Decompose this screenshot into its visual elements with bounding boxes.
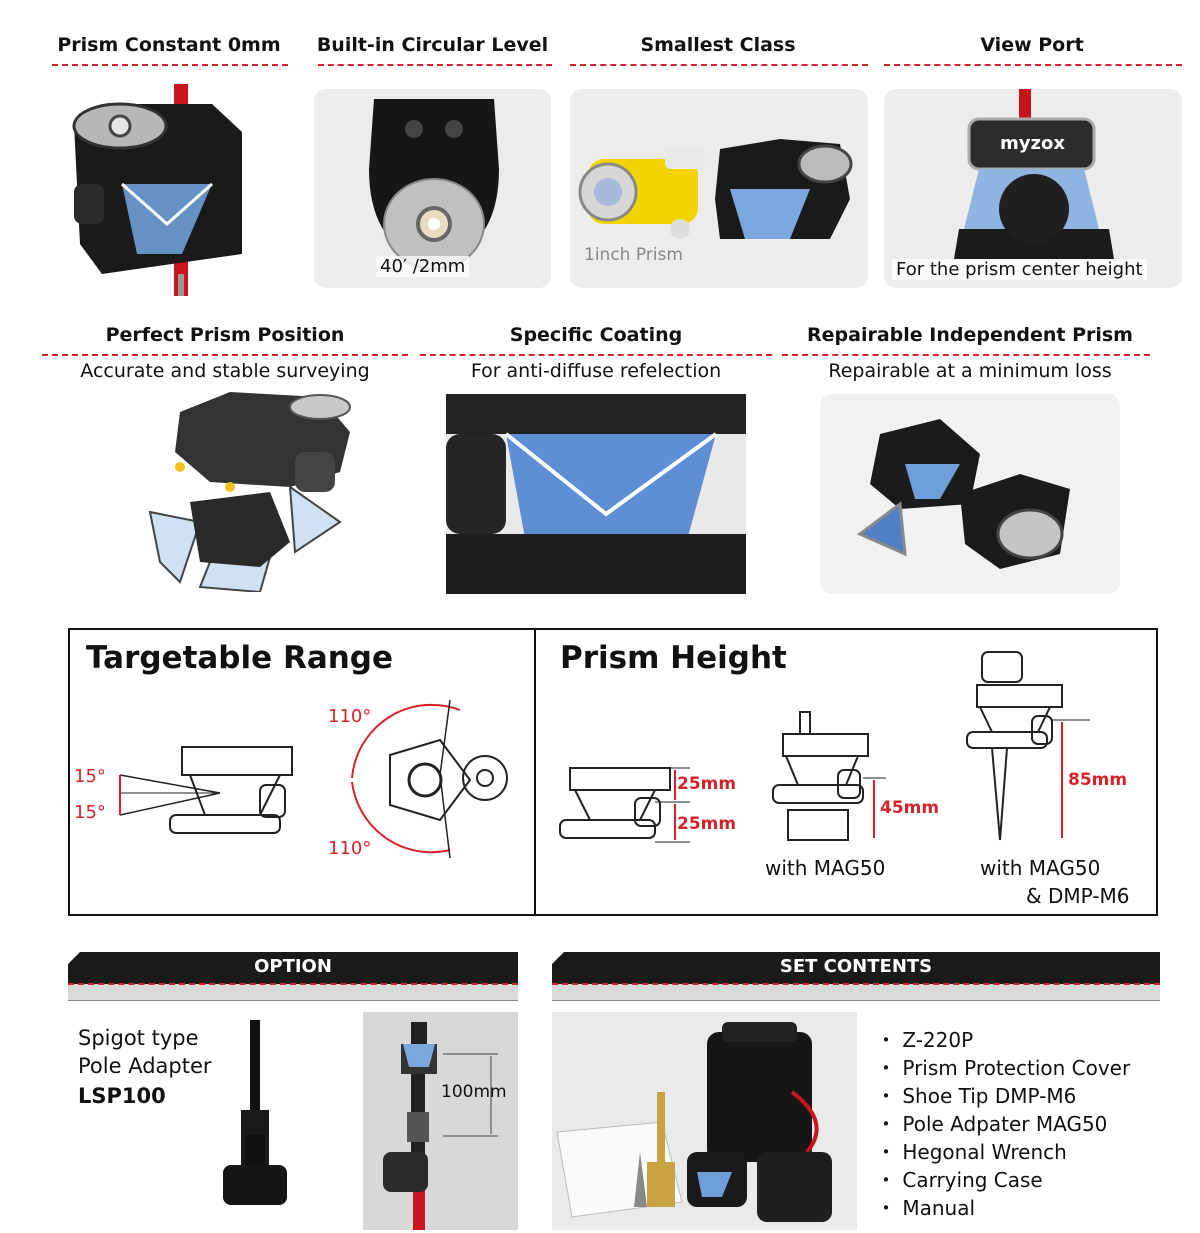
spec-divider: [534, 630, 536, 914]
illustration-height-dmp: [966, 651, 1090, 841]
set-contents-banner: SET CONTENTS: [552, 952, 1160, 1001]
caption-smallest-class: 1inch Prism: [584, 245, 683, 265]
illustration-top-view: [351, 700, 508, 859]
set-contents-list: ・ Z-220P ・ Prism Protection Cover ・ Shoe…: [876, 1026, 1130, 1222]
option-model: LSP100: [78, 1084, 166, 1108]
feature-title-smallest-class: Smallest Class: [640, 34, 796, 56]
feature-title-prism-constant: Prism Constant 0mm: [57, 34, 281, 56]
feature-title-prism-position: Perfect Prism Position: [105, 324, 345, 346]
angle-label-lower: 15°: [74, 802, 106, 823]
divider: [318, 64, 552, 66]
angle-label-top: 110°: [328, 706, 372, 727]
angle-label-bottom: 110°: [328, 838, 372, 859]
photo-coating-closeup: [446, 394, 746, 594]
illustration-height-base: [559, 767, 690, 843]
illustration-pole-adapter: [223, 1020, 287, 1205]
set-contents-banner-label: SET CONTENTS: [779, 956, 933, 977]
list-item-text: Manual: [902, 1196, 976, 1220]
photo-circular-level: 40′ /2mm: [314, 89, 551, 288]
photo-prism-constant: [62, 84, 272, 296]
feature-subtitle-prism-position: Accurate and stable surveying: [80, 360, 370, 382]
list-item: ・ Z-220P: [876, 1028, 974, 1052]
photo-set-contents: [552, 1012, 857, 1230]
angle-label-upper: 15°: [74, 766, 106, 787]
list-item-text: Shoe Tip DMP-M6: [902, 1084, 1077, 1108]
option-text-line1: Spigot type: [78, 1026, 199, 1050]
label-with-mag50-dmp-1: with MAG50: [980, 856, 1101, 880]
dim-label-b: 45mm: [880, 798, 940, 818]
divider: [42, 354, 408, 356]
list-item: ・ Hegonal Wrench: [876, 1140, 1067, 1164]
illustration-height-mag50: [772, 711, 886, 841]
label-with-mag50-dmp-2: & DMP-M6: [1026, 884, 1130, 908]
illustration-side-view: [119, 746, 293, 834]
caption-view-port: For the prism center height: [892, 259, 1147, 280]
option-text-line2: Pole Adapter: [78, 1054, 212, 1078]
feature-title-repairable: Repairable Independent Prism: [807, 324, 1133, 346]
feature-title-circular-level: Built-in Circular Level: [316, 34, 549, 56]
divider: [420, 354, 772, 356]
prism-height-title: Prism Height: [560, 640, 787, 676]
illustration-exploded-prism: [120, 392, 360, 594]
divider: [570, 64, 868, 66]
dim-label-100mm: 100mm: [441, 1082, 507, 1102]
list-item-text: Carrying Case: [902, 1168, 1043, 1192]
list-item-text: Hegonal Wrench: [902, 1140, 1067, 1164]
feature-title-view-port: View Port: [980, 34, 1084, 56]
list-item: ・ Shoe Tip DMP-M6: [876, 1084, 1077, 1108]
spec-diagram-box: [68, 628, 1158, 916]
divider: [782, 354, 1150, 356]
feature-subtitle-coating: For anti-diffuse refelection: [470, 360, 722, 382]
list-item-text: Prism Protection Cover: [902, 1056, 1131, 1080]
targetable-range-title: Targetable Range: [86, 640, 394, 676]
photo-pole-adapter-mounted: 100mm: [363, 1012, 518, 1230]
list-item-text: Pole Adpater MAG50: [902, 1112, 1108, 1136]
label-with-mag50: with MAG50: [765, 856, 886, 880]
brand-logo: myzox: [1000, 133, 1065, 154]
option-banner: OPTION: [68, 952, 518, 1001]
option-banner-label: OPTION: [254, 956, 332, 977]
feature-subtitle-repairable: Repairable at a minimum loss: [828, 360, 1112, 382]
list-item: ・ Prism Protection Cover: [876, 1056, 1131, 1080]
divider: [52, 64, 288, 66]
photo-smallest-class: 1inch Prism: [570, 89, 868, 288]
photo-view-port: myzox For the prism center height: [884, 89, 1182, 288]
list-item: ・ Manual: [876, 1196, 976, 1220]
feature-title-coating: Specific Coating: [509, 324, 683, 346]
list-item: ・ Pole Adpater MAG50: [876, 1112, 1108, 1136]
dim-label-c: 85mm: [1068, 770, 1128, 790]
dim-label-a-bottom: 25mm: [677, 814, 737, 834]
divider: [884, 64, 1182, 66]
list-item-text: Z-220P: [902, 1028, 974, 1052]
caption-circular-level: 40′ /2mm: [376, 256, 470, 277]
list-item: ・ Carrying Case: [876, 1168, 1043, 1192]
dim-label-a-top: 25mm: [677, 774, 737, 794]
photo-repairable-prism: [820, 394, 1120, 594]
